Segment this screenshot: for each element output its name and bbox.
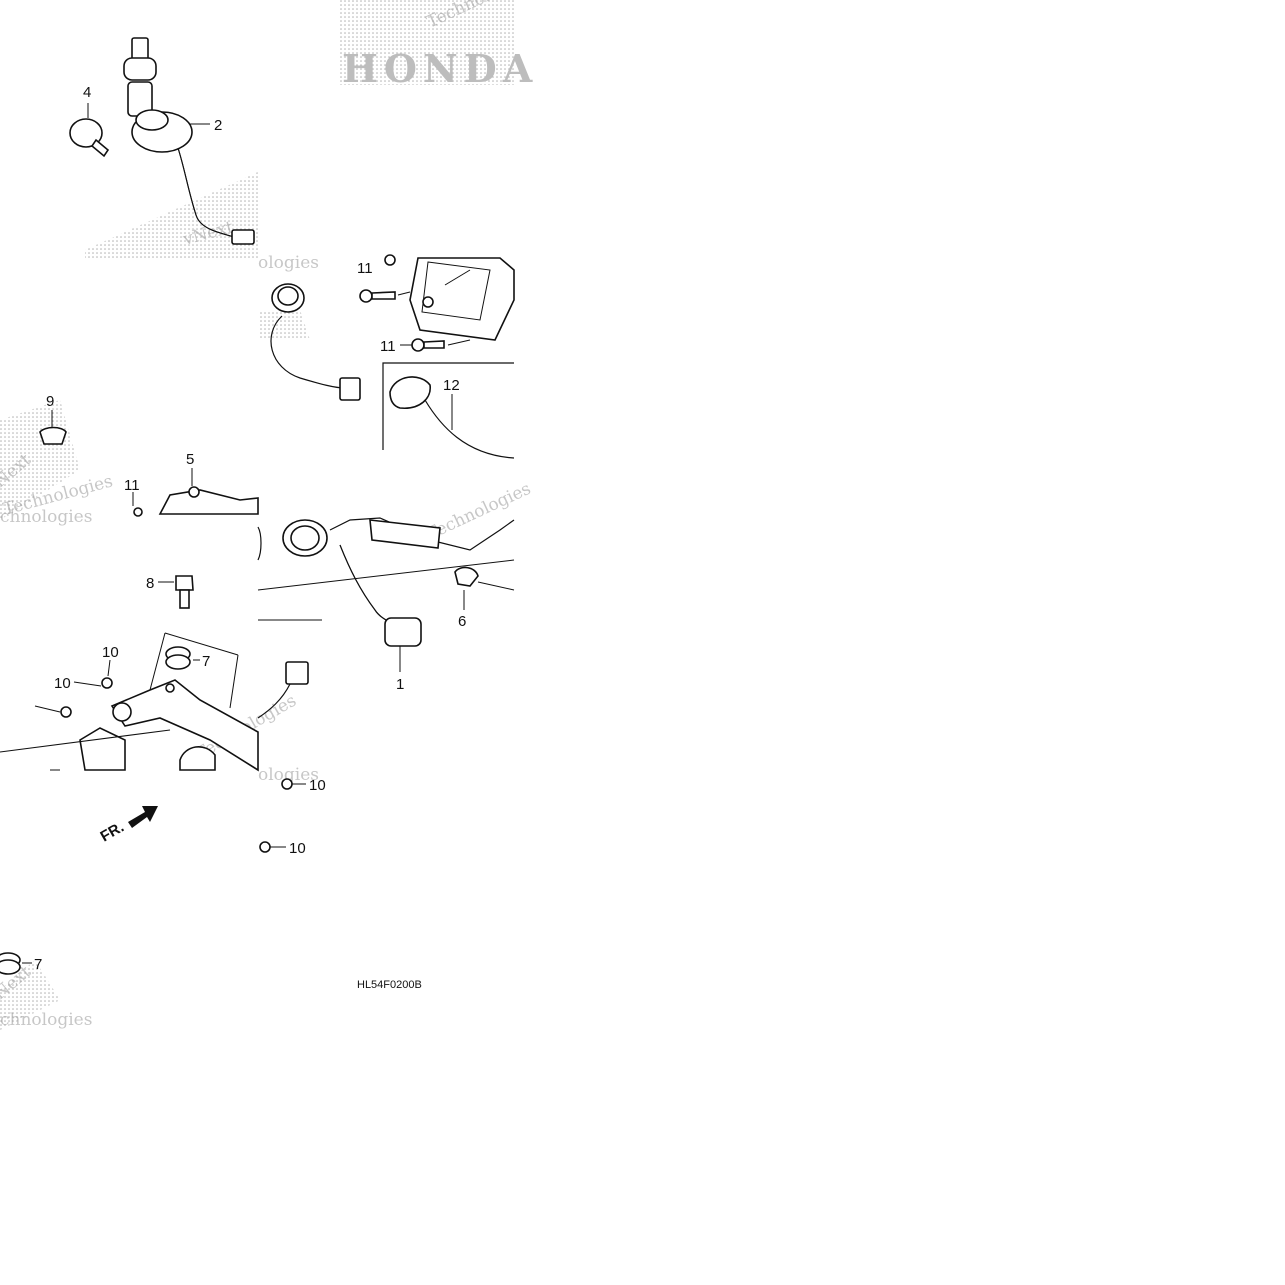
callout-12: 12 xyxy=(443,377,460,394)
screw-11-top xyxy=(359,289,411,303)
inset-box-part-12 xyxy=(382,362,515,459)
callout-6: 6 xyxy=(458,613,466,630)
ignition-switch-drawing xyxy=(123,37,255,245)
key-cap-drawing xyxy=(69,118,110,158)
sensor-connector-drawing xyxy=(270,283,361,401)
callout-8: 8 xyxy=(146,575,154,592)
nut-10-drawing xyxy=(259,778,306,853)
watermark-text: chnologies xyxy=(0,1010,92,1030)
diagram-code: HL54F0200B xyxy=(357,979,422,991)
bracket-drawing xyxy=(0,575,259,772)
watermark-layer: Technologies vNext ologies Technologies … xyxy=(0,0,534,1030)
callout-7-upper: 7 xyxy=(202,653,210,670)
stipple-shading xyxy=(0,0,515,1030)
callout-5: 5 xyxy=(186,451,194,468)
watermark-text: chnologies xyxy=(0,507,92,527)
screw-11-bottom xyxy=(400,338,471,352)
callout-11-top: 11 xyxy=(357,260,373,277)
grommet-7-drawing xyxy=(0,952,32,975)
callout-11-left: 11 xyxy=(124,477,140,494)
front-direction-arrow-icon: FR. xyxy=(98,806,158,846)
brand-watermark: HONDA xyxy=(342,46,538,91)
callout-11-bottom: 11 xyxy=(380,338,396,355)
callout-9: 9 xyxy=(46,393,54,410)
watermark-text: ologies xyxy=(258,253,319,273)
callout-7-lower: 7 xyxy=(34,956,42,973)
callout-2: 2 xyxy=(214,117,222,134)
callout-10-upper: 10 xyxy=(102,644,119,661)
callout-4: 4 xyxy=(83,84,91,101)
part-5-drawing xyxy=(132,468,259,517)
callout-1: 1 xyxy=(396,676,404,693)
meter-drawing xyxy=(384,254,515,341)
watermark-text: ologies xyxy=(258,765,319,785)
callout-10-left: 10 xyxy=(54,675,71,692)
callout-10-lower: 10 xyxy=(289,840,306,857)
callout-10-mid: 10 xyxy=(309,777,326,794)
clip-9-drawing xyxy=(39,410,67,445)
harness-drawing xyxy=(257,517,515,719)
watermark-text: Technologies xyxy=(424,479,534,545)
front-direction-label: FR. xyxy=(98,819,127,846)
